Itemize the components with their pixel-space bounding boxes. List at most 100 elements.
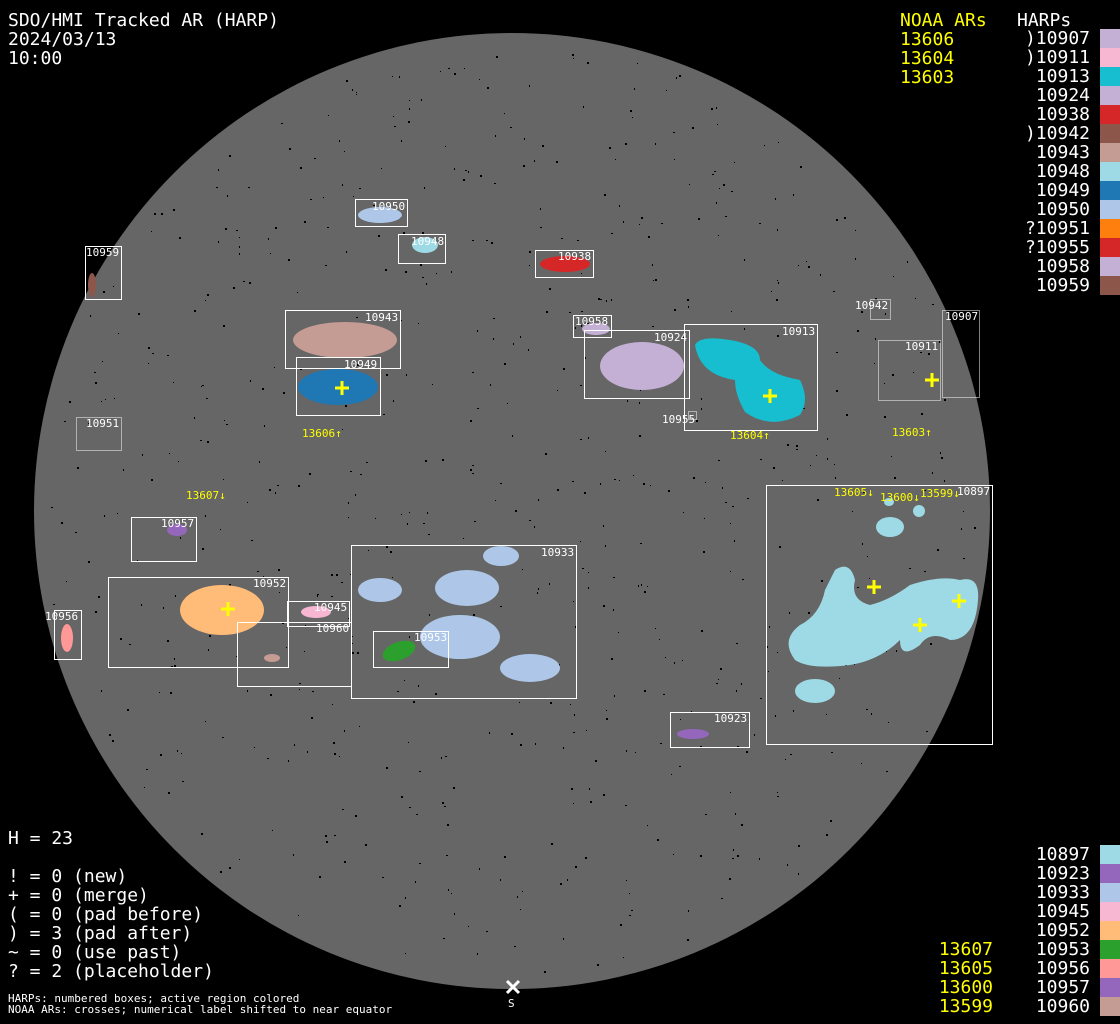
harp-box-10959[interactable] <box>85 246 122 300</box>
region-10913 <box>695 338 805 422</box>
speck <box>333 742 335 744</box>
harp-box-10913[interactable] <box>684 324 818 431</box>
speck <box>542 145 544 147</box>
speck <box>409 100 410 101</box>
speck <box>725 216 727 217</box>
region-10959 <box>88 273 96 297</box>
speck <box>619 205 620 207</box>
speck <box>655 279 657 281</box>
speck <box>551 843 553 845</box>
speck <box>803 408 805 409</box>
speck <box>716 202 717 204</box>
speck <box>682 660 683 661</box>
speck <box>272 830 273 831</box>
speck <box>98 596 100 598</box>
speck <box>310 199 312 200</box>
speck <box>736 690 737 692</box>
speck <box>603 794 605 796</box>
speck <box>605 545 606 547</box>
speck <box>535 743 536 745</box>
speck <box>408 121 410 123</box>
speck <box>490 384 491 386</box>
harp-box-10948[interactable] <box>398 234 446 264</box>
legend-swatch <box>1100 883 1120 902</box>
harp-box-10958[interactable] <box>573 315 612 338</box>
harp-box-10943[interactable] <box>285 310 401 369</box>
harp-box-10953[interactable] <box>373 631 449 668</box>
speck <box>534 160 535 162</box>
speck <box>834 464 835 465</box>
noaa-title: NOAA ARs <box>900 10 987 31</box>
harp-label: 10957 <box>161 517 194 530</box>
speck <box>871 713 872 715</box>
speck <box>405 953 406 954</box>
speck <box>549 583 550 585</box>
harp-box-10951[interactable] <box>76 417 122 451</box>
harp-box-10957[interactable] <box>131 517 197 562</box>
speck <box>407 523 408 525</box>
speck <box>422 277 424 278</box>
speck <box>500 879 501 881</box>
legend-swatch <box>1100 181 1120 200</box>
speck <box>264 425 265 427</box>
speck <box>820 274 821 276</box>
harp-box-10938[interactable] <box>535 250 594 278</box>
speck <box>747 498 749 499</box>
speck <box>409 108 410 110</box>
speck <box>312 691 314 692</box>
harp-box-10907[interactable] <box>942 310 980 398</box>
speck <box>94 372 96 373</box>
speck <box>716 683 718 684</box>
speck <box>61 522 63 524</box>
harp-box-10911[interactable] <box>878 340 941 401</box>
harp-box-10950[interactable] <box>355 199 408 227</box>
legend-row: 10949 <box>1000 180 1120 201</box>
harp-box-10955[interactable] <box>688 411 697 420</box>
speck <box>643 483 645 485</box>
speck <box>855 258 856 260</box>
speck <box>495 135 496 137</box>
speck <box>744 328 745 330</box>
speck <box>523 165 525 167</box>
speck <box>734 540 735 542</box>
speck <box>288 760 289 762</box>
speck <box>298 485 300 487</box>
speck <box>718 679 719 680</box>
noaa-crosses <box>221 373 966 632</box>
speck <box>163 607 164 609</box>
speck <box>625 805 627 806</box>
speck <box>493 318 495 319</box>
speck <box>425 460 427 462</box>
speck <box>609 147 611 149</box>
speck <box>152 353 154 354</box>
speck <box>787 444 789 446</box>
legend-swatch <box>1100 162 1120 181</box>
speck <box>777 280 778 281</box>
speck <box>88 423 90 424</box>
speck <box>268 238 269 240</box>
harp-labels: 10950 10948 10938 10959 10943 10949 1095… <box>45 200 990 725</box>
legend-label: 10943 <box>1035 142 1090 163</box>
harp-box-10945[interactable] <box>287 601 350 627</box>
harp-box-10956[interactable] <box>54 610 82 660</box>
harp-box-10924[interactable] <box>584 330 690 399</box>
speck <box>687 299 689 301</box>
harp-box-10923[interactable] <box>670 712 750 748</box>
harp-box-10949[interactable] <box>296 357 381 416</box>
legend-swatch <box>1100 959 1120 978</box>
speck <box>293 854 294 856</box>
harp-box-10960[interactable] <box>237 622 352 687</box>
speck <box>932 472 933 474</box>
speck <box>737 746 739 747</box>
harp-box-10942[interactable] <box>870 299 891 320</box>
harp-box-10897[interactable] <box>766 485 993 745</box>
speck <box>270 253 271 254</box>
speck <box>142 454 143 456</box>
speck <box>779 546 781 548</box>
speck <box>581 273 582 274</box>
speck <box>159 692 160 693</box>
speck <box>691 711 692 712</box>
speck <box>200 440 202 441</box>
speck <box>631 910 633 911</box>
